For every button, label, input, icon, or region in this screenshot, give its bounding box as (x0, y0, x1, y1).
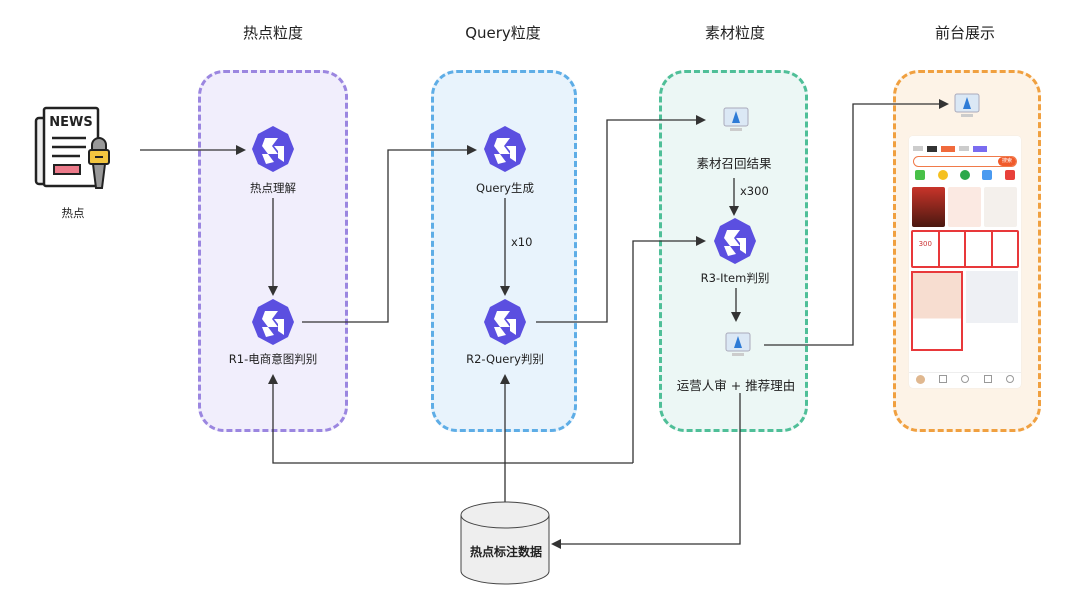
column-title-material: 素材粒度 (704, 24, 765, 42)
phone-screenshot: 搜索 300 (909, 136, 1021, 388)
edge-review-to-frontend (764, 99, 949, 346)
phone-search-bar: 搜索 (913, 156, 1017, 167)
monitor-icon[interactable] (722, 106, 750, 136)
qwen-logo-icon[interactable] (480, 124, 530, 174)
node-query-gen-label: Query生成 (476, 181, 534, 195)
node-material-recall-label: 素材召回结果 (696, 156, 772, 171)
phone-tab-row (909, 144, 1021, 154)
source-news: NEWS (34, 104, 114, 200)
phone-bottom-nav (909, 372, 1021, 386)
monitor-icon[interactable] (953, 92, 981, 122)
edge-review-to-db (551, 393, 741, 549)
phone-promo-strip: 300 (911, 230, 1019, 268)
node-human-review-label: 运营人审 + 推荐理由 (676, 378, 796, 393)
database-cylinder-icon (460, 501, 550, 585)
edge-feedback-to-r3 (632, 236, 706, 463)
column-title-frontend: 前台展示 (934, 24, 995, 42)
database-label: 热点标注数据 (469, 545, 542, 559)
phone-shortcut-row (909, 170, 1021, 180)
edge-label-material-multiplier: x300 (740, 184, 769, 198)
phone-search-button: 搜索 (998, 157, 1016, 166)
qwen-logo-icon[interactable] (248, 124, 298, 174)
phone-price-tag: 300 (913, 232, 938, 266)
phone-banner-row (912, 187, 1018, 227)
node-hotspot-understanding-label: 热点理解 (250, 181, 296, 195)
column-title-hotspot: 热点粒度 (242, 24, 303, 42)
newspaper-microphone-icon: NEWS (34, 106, 110, 189)
edge-feedback-to-r1 (268, 374, 633, 464)
column-title-query: Query粒度 (465, 24, 541, 42)
phone-product-grid (911, 271, 1019, 351)
node-r2-label: R2-Query判别 (466, 352, 544, 366)
monitor-icon[interactable] (724, 331, 752, 361)
qwen-logo-icon[interactable] (710, 216, 760, 266)
edge-r1-to-querygen (302, 145, 477, 323)
svg-text:NEWS: NEWS (49, 115, 92, 130)
qwen-logo-icon[interactable] (248, 297, 298, 347)
node-r3-label: R3-Item判别 (700, 271, 770, 285)
qwen-logo-icon[interactable] (480, 297, 530, 347)
edge-label-query-multiplier: x10 (511, 235, 533, 249)
source-label: 热点 (61, 206, 85, 220)
edge-r2-to-recall (536, 115, 706, 323)
node-r1-label: R1-电商意图判别 (228, 352, 318, 366)
